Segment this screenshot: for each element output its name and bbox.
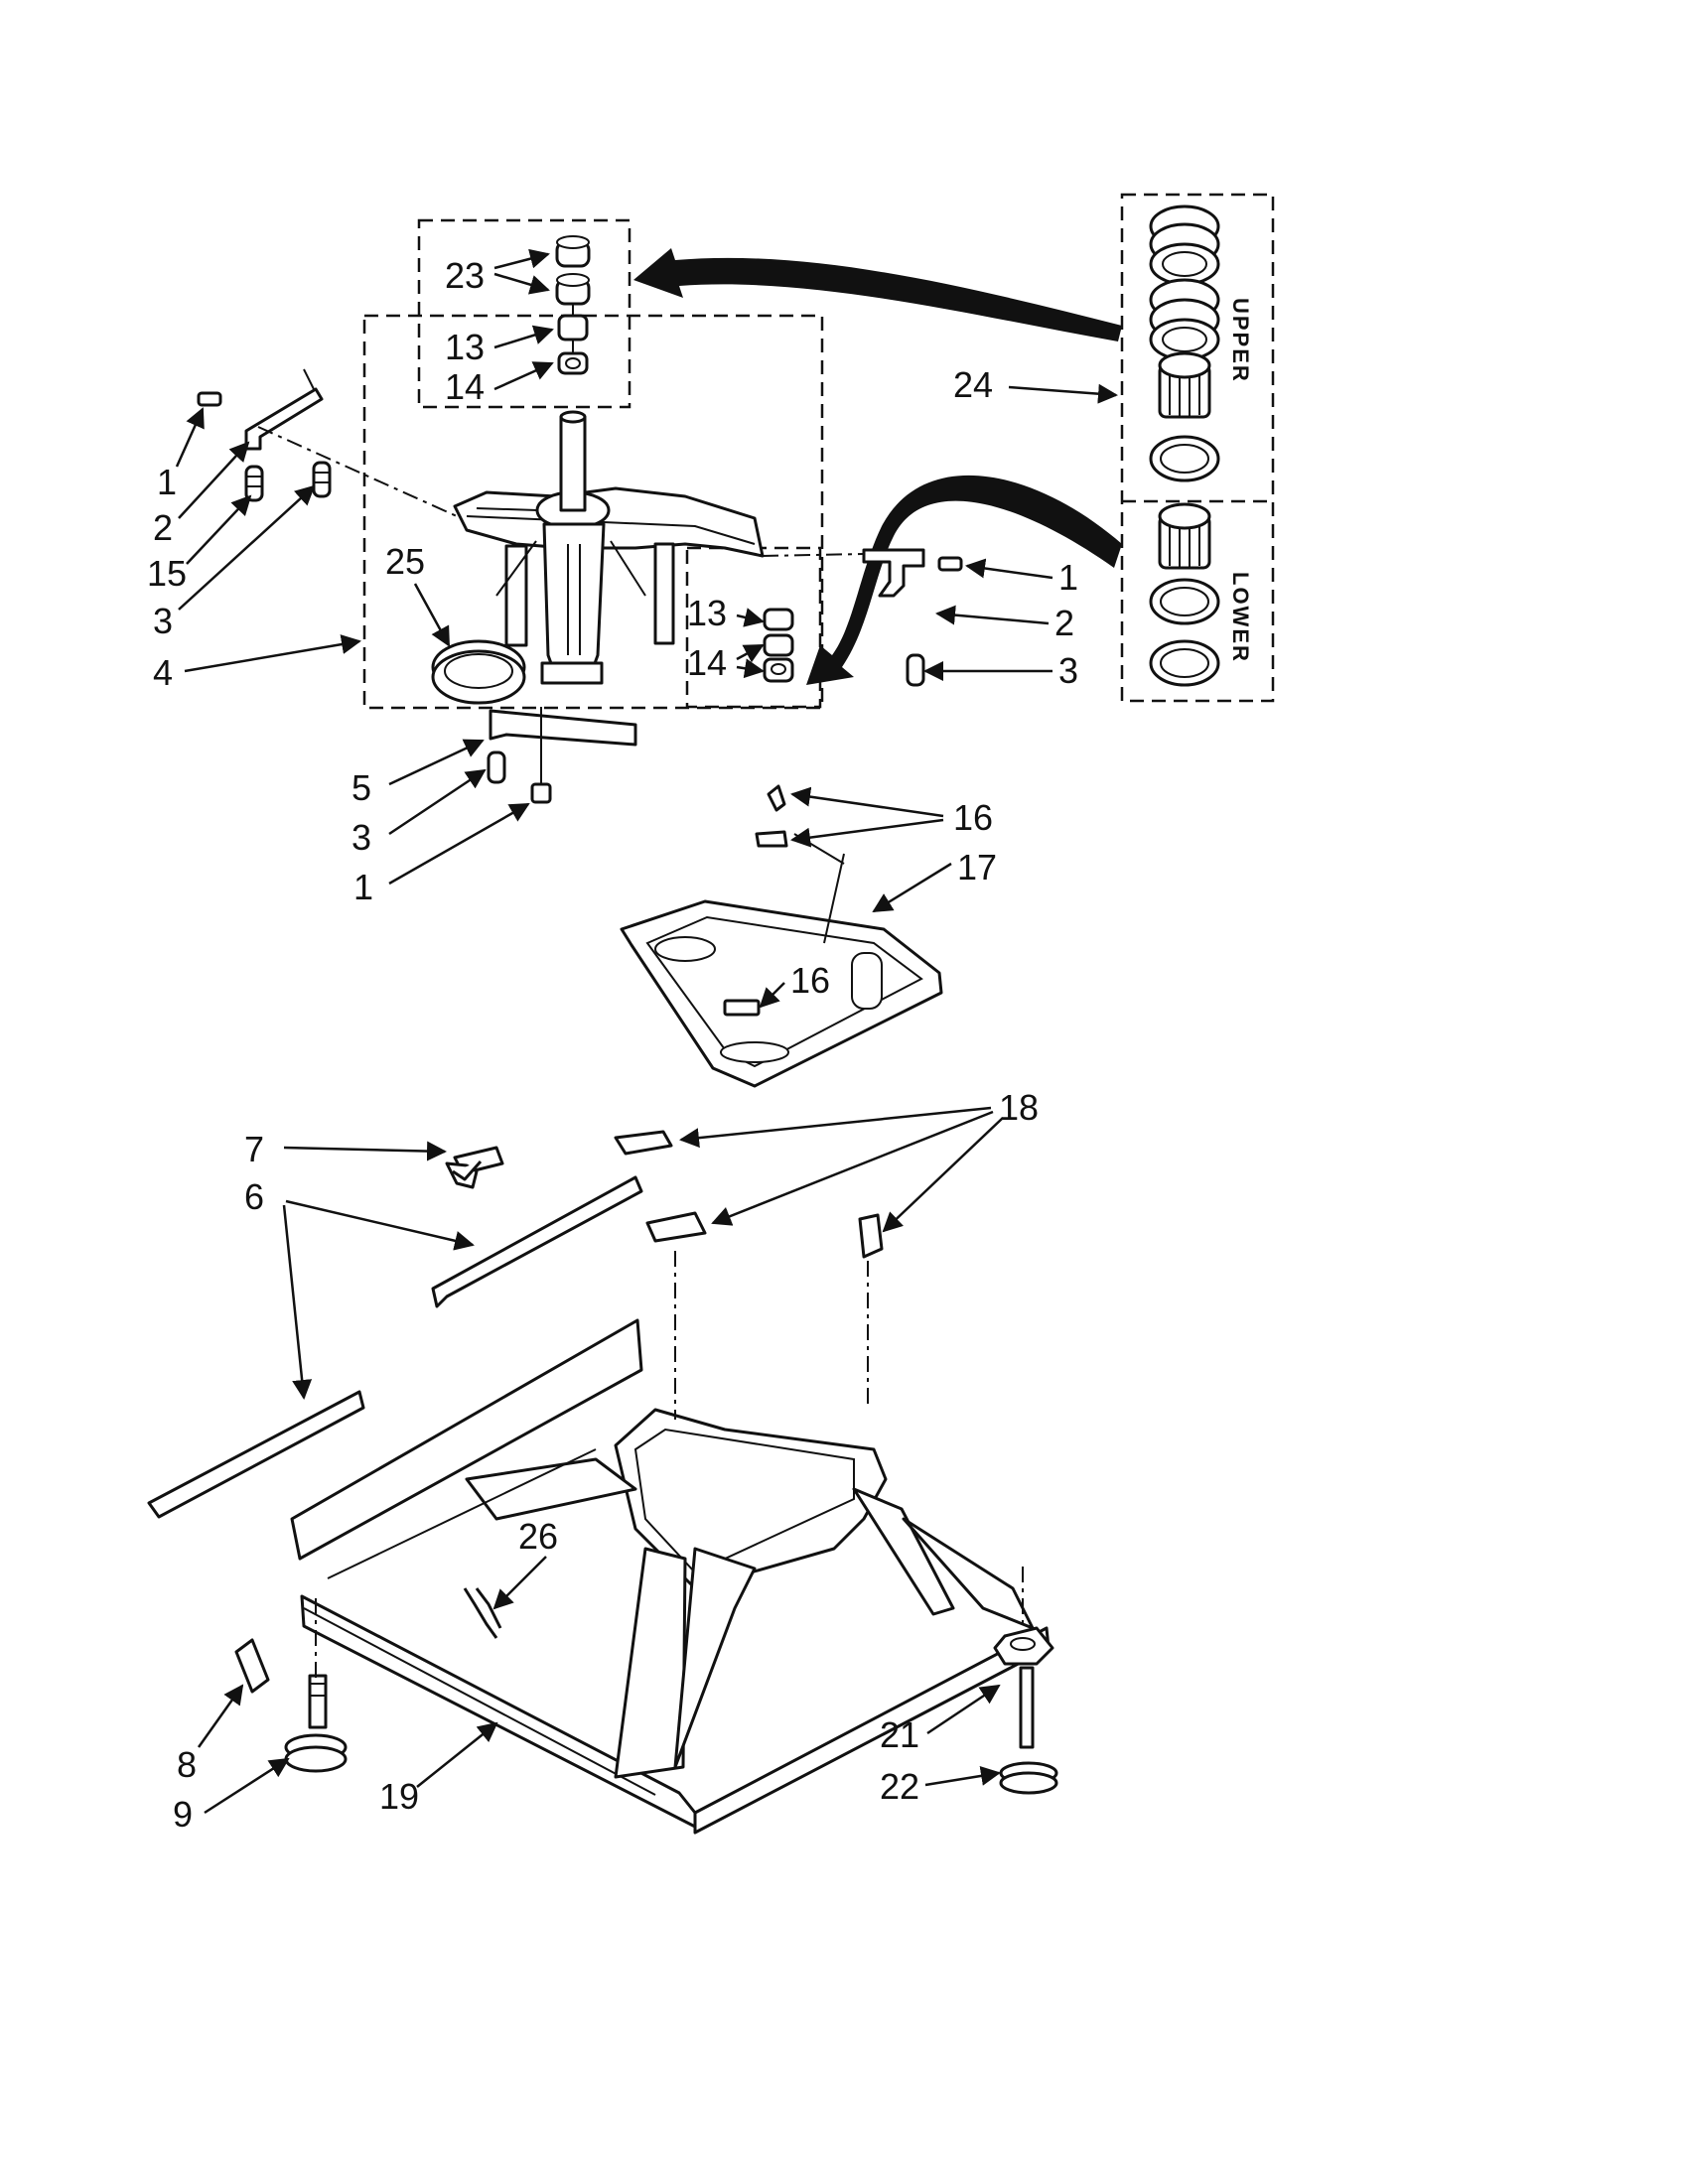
callout-26: 26 (518, 1516, 558, 1557)
lower-kit-arrow (806, 475, 1122, 685)
gearcase (453, 410, 765, 685)
seal-25 (431, 639, 526, 705)
callout-7: 7 (244, 1129, 264, 1169)
side-bearings (763, 608, 794, 683)
callout-6: 6 (244, 1176, 264, 1217)
callout-16-lower: 16 (790, 960, 830, 1001)
callout-5: 5 (351, 767, 371, 808)
upper-kit-arrow (633, 248, 1122, 341)
callout-3: 3 (153, 601, 173, 641)
upper-kit-label: UPPER (1228, 298, 1253, 383)
clips-18 (614, 1130, 884, 1420)
callout-14-side: 14 (687, 642, 727, 683)
base-frame (290, 1318, 1051, 1835)
callout-13: 13 (445, 327, 485, 367)
callout-15: 15 (147, 553, 187, 594)
callout-4: 4 (153, 652, 173, 693)
bearing-box-top (417, 218, 632, 409)
callout-23: 23 (445, 255, 485, 296)
callout-24: 24 (953, 364, 993, 405)
callout-25: 25 (385, 541, 425, 582)
callout-17: 17 (957, 847, 997, 887)
callout-1: 1 (157, 462, 177, 502)
bearing-kit-box (1120, 193, 1275, 703)
callout-19: 19 (379, 1776, 419, 1817)
callout-13-side: 13 (687, 593, 727, 633)
callout-22: 22 (880, 1766, 919, 1807)
left-bracket (197, 368, 458, 517)
callout-1-right: 1 (1058, 557, 1078, 598)
top-bearings (555, 235, 591, 375)
right-bracket (762, 548, 963, 687)
callout-1-lower: 1 (353, 867, 373, 907)
callout-8: 8 (177, 1744, 197, 1785)
callout-3-right: 3 (1058, 650, 1078, 691)
tub-support-frame (620, 784, 943, 1088)
callout-9: 9 (173, 1794, 193, 1835)
lower-kit-label: LOWER (1228, 572, 1253, 663)
feet (234, 1567, 1058, 1795)
callout-18: 18 (999, 1087, 1039, 1128)
bearing-kit-parts (1149, 205, 1220, 687)
callout-2: 2 (153, 507, 173, 548)
callout-14: 14 (445, 366, 485, 407)
gearcase-box (362, 314, 824, 710)
side-rails (147, 1146, 643, 1519)
callout-3-lower: 3 (351, 817, 371, 858)
callout-21: 21 (880, 1714, 919, 1755)
callout-2-right: 2 (1054, 603, 1074, 643)
leader-lines (175, 248, 1118, 1815)
lower-bracket (487, 707, 637, 804)
callout-16: 16 (953, 797, 993, 838)
